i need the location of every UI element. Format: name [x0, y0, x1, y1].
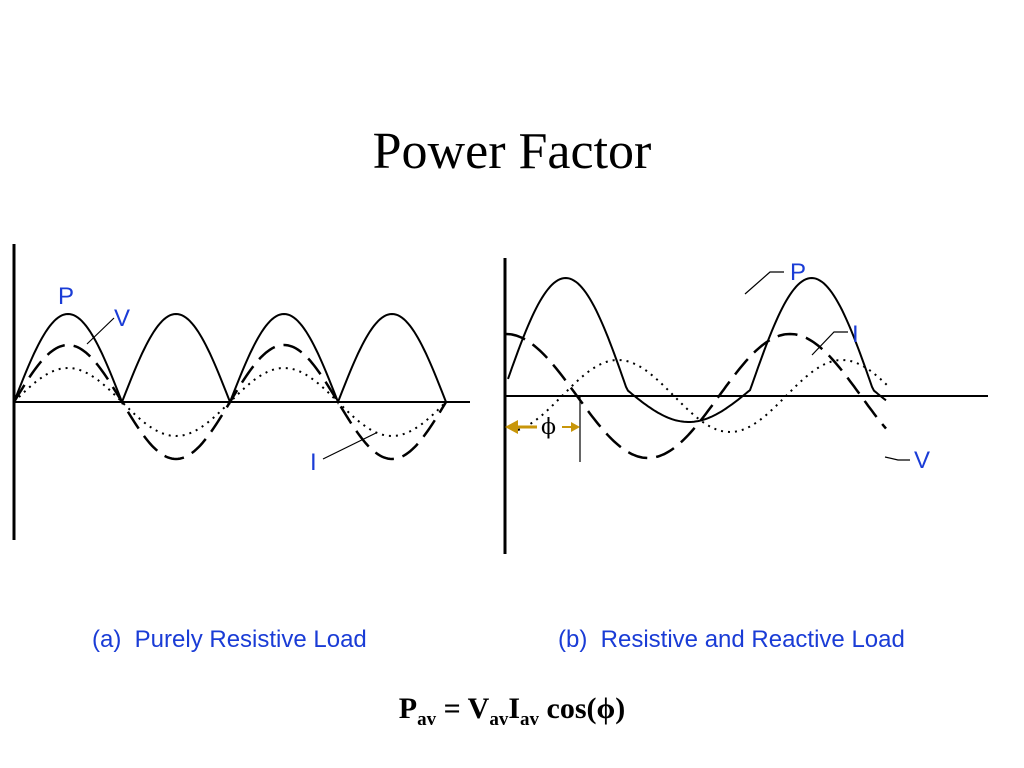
formula-p: P [398, 692, 418, 725]
diagram-a [12, 244, 470, 540]
diagram-b-voltage-curve [517, 358, 889, 434]
diagram-b [503, 258, 988, 554]
formula-p-sub: av [417, 709, 437, 730]
diagram-b-phase-symbol: ϕ [541, 415, 556, 440]
formula-v: V [467, 692, 490, 725]
phase-left-arrowhead [505, 420, 518, 434]
diagram-a-current-curve [13, 366, 447, 438]
diagram-a-v-leader [86, 317, 115, 345]
diagram-b-label-i: I [852, 321, 859, 348]
formula-eq: = [436, 692, 468, 725]
slide-title: Power Factor [372, 123, 652, 180]
diagram-a-power-curve [13, 312, 447, 405]
diagram-a-label-p: P [58, 283, 74, 310]
diagram-b-label-v: V [914, 447, 930, 474]
diagram-a-label-v: V [114, 305, 130, 332]
diagram-b-label-p: P [790, 259, 806, 286]
formula-cos: cos(ϕ) [539, 692, 626, 725]
diagram-a-voltage-curve [12, 343, 448, 461]
formula-v-sub: av [489, 709, 509, 730]
caption-a: (a) Purely Resistive Load [92, 626, 367, 653]
caption-b: (b) Resistive and Reactive Load [558, 626, 905, 653]
diagram-b-v-leader [884, 456, 910, 461]
average-power-formula: Pav = VavIav cos(ϕ) [0, 692, 1024, 731]
phase-angle-arrows [505, 420, 580, 434]
phase-right-arrowhead [571, 422, 580, 432]
formula-i: I [508, 692, 521, 725]
diagram-b-power-curve [507, 276, 887, 423]
formula-i-sub: av [520, 709, 540, 730]
diagram-a-label-i: I [310, 449, 317, 476]
diagram-b-i-leader [811, 331, 848, 356]
diagram-b-p-leader [744, 271, 784, 295]
diagram-a-i-leader [322, 432, 377, 460]
